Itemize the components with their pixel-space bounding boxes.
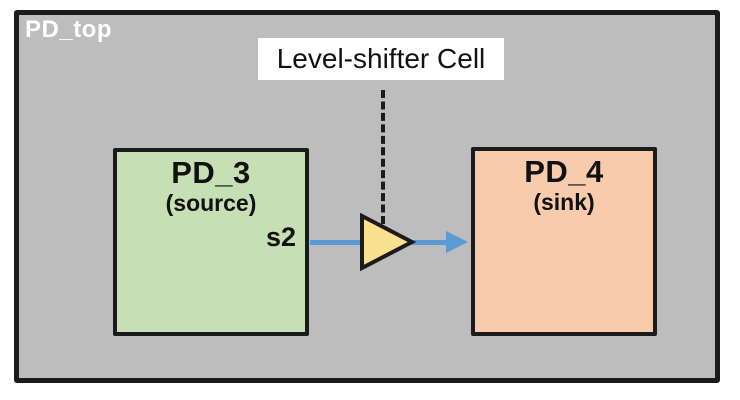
annotation-pointer-dashed-line — [381, 90, 385, 224]
source-domain-name: PD_3 — [171, 155, 251, 190]
power-domain-source-box: PD_3 (source) s2 — [113, 148, 309, 336]
connector-arrowhead-icon — [446, 231, 468, 253]
power-domain-sink-box: PD_4 (sink) — [471, 147, 657, 336]
level-shifter-buffer-icon — [360, 213, 416, 271]
sink-domain-name: PD_4 — [524, 154, 604, 189]
source-domain-role: (source) — [165, 190, 257, 216]
top-domain-label: PD_top — [25, 16, 112, 43]
level-shifter-annotation-label: Level-shifter Cell — [258, 38, 504, 80]
sink-domain-role: (sink) — [533, 189, 595, 215]
source-port-label: s2 — [265, 222, 296, 252]
